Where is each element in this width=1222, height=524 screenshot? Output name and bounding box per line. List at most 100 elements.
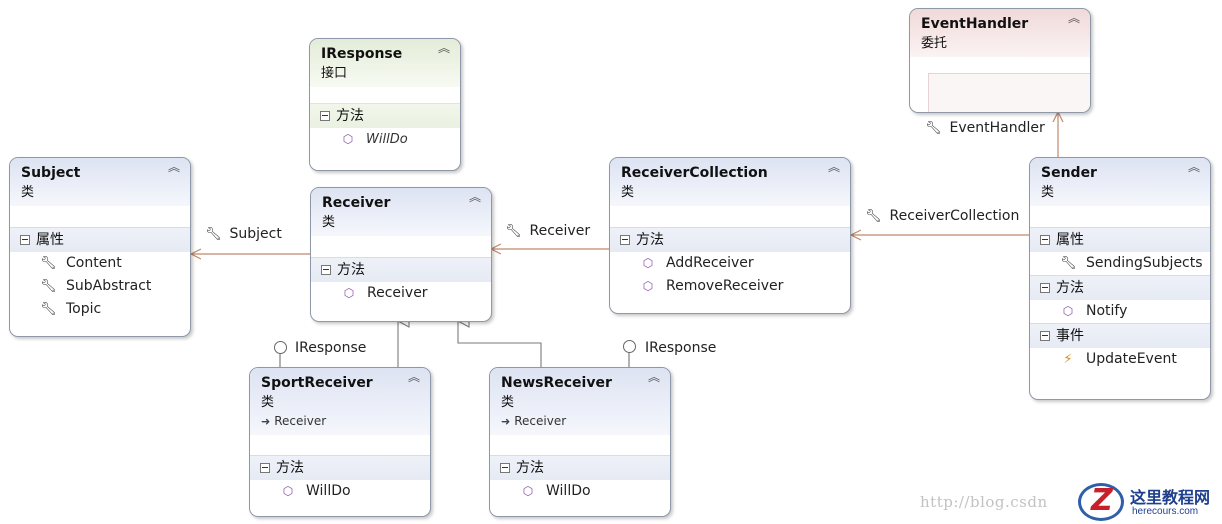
section-toggle-icon[interactable] [1040, 283, 1050, 293]
section-toggle-icon[interactable] [321, 265, 331, 275]
method-item: ⬡ WillDo [490, 480, 670, 503]
wrench-icon: 🔧︎ [40, 279, 57, 294]
property-item: 🔧︎ SubAbstract [10, 275, 190, 298]
class-stereotype: 类 [261, 395, 275, 410]
method-name: AddReceiver [666, 255, 754, 271]
sender-class-box[interactable]: Sender 类 ︽ 属性 🔧︎ SendingSubjects 方法 ⬡ No… [1029, 157, 1211, 400]
method-icon: ⬡ [642, 256, 654, 270]
property-item: 🔧︎ Content [10, 252, 190, 275]
collapse-icon[interactable]: ︽ [1067, 11, 1080, 25]
section-toggle-icon[interactable] [20, 235, 30, 245]
interface-lollipop-news [623, 340, 636, 353]
wrench-icon: 🔧︎ [205, 227, 222, 242]
section-toggle-icon[interactable] [1040, 331, 1050, 341]
section-label: 属性 [1056, 232, 1084, 248]
subject-class-box[interactable]: Subject 类 ︽ 属性 🔧︎ Content 🔧︎ SubAbstract… [9, 157, 191, 337]
sender-header: Sender 类 ︽ [1030, 158, 1210, 206]
property-name: SendingSubjects [1086, 255, 1203, 271]
collapse-icon[interactable]: ︽ [647, 370, 660, 384]
collapse-icon[interactable]: ︽ [407, 370, 420, 384]
method-item: ⬡ RemoveReceiver [610, 275, 850, 298]
class-stereotype: 类 [21, 185, 35, 200]
association-label-receivercollection[interactable]: 🔧︎ReceiverCollection [865, 208, 1019, 224]
class-stereotype: 类 [1041, 185, 1055, 200]
section-label: 事件 [1056, 328, 1084, 344]
class-name: Subject [21, 165, 81, 181]
method-item: ⬡ AddReceiver [610, 252, 850, 275]
collapse-icon[interactable]: ︽ [468, 190, 481, 204]
class-stereotype: 接口 [321, 66, 348, 81]
arrow-right-icon: ➜ [501, 415, 511, 428]
association-label-eventhandler[interactable]: 🔧︎EventHandler [925, 120, 1045, 136]
events-section: 事件 [1030, 323, 1210, 348]
section-toggle-icon[interactable] [1040, 235, 1050, 245]
section-toggle-icon[interactable] [320, 111, 330, 121]
collapse-icon[interactable]: ︽ [167, 160, 180, 174]
class-name: IResponse [321, 46, 403, 62]
watermark-text: http://blog.csdn [920, 493, 1048, 511]
site-logo[interactable]: Z 这里教程网 herecours.com [1076, 482, 1222, 524]
properties-section: 属性 [1030, 227, 1210, 252]
method-name: Receiver [367, 285, 428, 301]
association-label-subject[interactable]: 🔧︎ Subject [205, 226, 282, 242]
wrench-icon: 🔧︎ [505, 224, 522, 239]
collapse-icon[interactable]: ︽ [437, 41, 450, 55]
newsreceiver-header: NewsReceiver 类 ➜Receiver ︽ [490, 368, 670, 435]
lightning-icon: ⚡︎ [1063, 352, 1073, 367]
methods-section: 方法 [310, 103, 460, 128]
base-class-line: ➜Receiver [261, 412, 400, 431]
section-label: 方法 [1056, 280, 1084, 296]
class-stereotype: 类 [322, 215, 336, 230]
class-name: ReceiverCollection [621, 165, 768, 181]
association-label-receiver[interactable]: 🔧︎Receiver [505, 223, 590, 239]
method-icon: ⬡ [522, 484, 534, 498]
section-toggle-icon[interactable] [500, 463, 510, 473]
receiver-header: Receiver 类 ︽ [311, 188, 491, 236]
eventhandler-delegate-box[interactable]: EventHandler 委托 ︽ [909, 8, 1091, 113]
property-item: 🔧︎ SendingSubjects [1030, 252, 1210, 275]
receivercollection-class-box[interactable]: ReceiverCollection 类 ︽ 方法 ⬡ AddReceiver … [609, 157, 851, 314]
iresponse-header: IResponse 接口 ︽ [310, 39, 460, 87]
property-item: 🔧︎ Topic [10, 298, 190, 321]
collapse-icon[interactable]: ︽ [827, 160, 840, 174]
association-name: Subject [229, 226, 282, 242]
method-name: WillDo [366, 132, 408, 147]
event-name: UpdateEvent [1086, 351, 1177, 367]
method-item: ⬡ WillDo [250, 480, 430, 503]
property-name: Content [66, 255, 122, 271]
method-name: WillDo [546, 483, 591, 499]
class-name: Sender [1041, 165, 1097, 181]
subject-header: Subject 类 ︽ [10, 158, 190, 206]
interface-label-sport: IResponse [295, 340, 367, 356]
interface-lollipop-sport [274, 341, 287, 354]
wrench-icon: 🔧︎ [1060, 256, 1077, 271]
section-label: 方法 [516, 460, 544, 476]
class-name: EventHandler [921, 16, 1029, 32]
method-icon: ⬡ [1062, 304, 1074, 318]
inheritance-news-receiver [458, 321, 542, 367]
method-icon: ⬡ [282, 484, 294, 498]
sportreceiver-class-box[interactable]: SportReceiver 类 ➜Receiver ︽ 方法 ⬡ WillDo [249, 367, 431, 517]
methods-section: 方法 [610, 227, 850, 252]
section-toggle-icon[interactable] [620, 235, 630, 245]
base-class-name: Receiver [514, 414, 567, 428]
receiver-class-box[interactable]: Receiver 类 ︽ 方法 ⬡ Receiver [310, 187, 492, 322]
newsreceiver-class-box[interactable]: NewsReceiver 类 ➜Receiver ︽ 方法 ⬡ WillDo [489, 367, 671, 517]
logo-name: 这里教程网 [1130, 488, 1211, 507]
sportreceiver-header: SportReceiver 类 ➜Receiver ︽ [250, 368, 430, 435]
method-name: RemoveReceiver [666, 278, 784, 294]
arrow-right-icon: ➜ [261, 415, 271, 428]
section-toggle-icon[interactable] [260, 463, 270, 473]
class-stereotype: 类 [621, 185, 635, 200]
class-stereotype: 委托 [921, 36, 948, 51]
collapse-icon[interactable]: ︽ [1187, 160, 1200, 174]
section-label: 方法 [337, 262, 365, 278]
class-name: SportReceiver [261, 375, 373, 391]
association-name: EventHandler [949, 120, 1045, 136]
methods-section: 方法 [1030, 275, 1210, 300]
methods-section: 方法 [311, 257, 491, 282]
logo-mark-icon: Z [1078, 483, 1124, 521]
iresponse-interface-box[interactable]: IResponse 接口 ︽ 方法 ⬡ WillDo [309, 38, 461, 171]
logo-url: herecours.com [1132, 506, 1199, 517]
